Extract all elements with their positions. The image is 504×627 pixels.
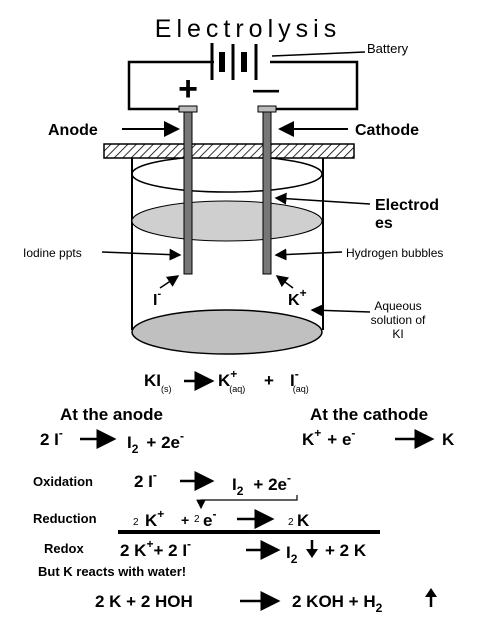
svg-text:2: 2 [194,514,200,525]
plus-sign: + [178,70,198,108]
cathode-heading: At the cathode [310,405,428,424]
svg-text:K: K [442,430,455,449]
svg-text:I-(aq): I-(aq) [290,367,309,394]
svg-text:K: K [297,511,310,530]
battery-label: Battery [367,41,409,56]
aqueous-label-line3: KI [392,327,403,341]
svg-text:I2+ 2e-: I2+ 2e- [127,429,184,456]
anode-heading: At the anode [60,405,163,424]
circuit-wire [127,60,359,111]
beaker-bottom [131,309,323,355]
battery-icon [210,43,258,80]
electrodes-label-line2: es [375,215,393,232]
svg-text:K++ e-: K++ e- [302,426,355,449]
hydrogen-label: Hydrogen bubbles [346,246,443,260]
potassium-ion: K+ [288,286,307,309]
iodine-pointer [101,248,182,261]
svg-text:KI(s): KI(s) [144,371,172,394]
iodide-arrow [159,275,180,289]
svg-text:+: + [264,371,274,390]
electron-transfer-arrow [196,495,298,510]
svg-text:2 KOH + H2: 2 KOH + H2 [292,592,383,615]
cathode-label: Cathode [355,122,419,139]
redox-label: Redox [44,541,85,556]
reaction-note: But K reacts with water! [38,564,186,579]
solution-surface [131,200,323,242]
anode-label: Anode [48,122,98,139]
anode-equation: 2 I- I2+ 2e- [40,426,184,456]
battery-pointer [271,51,366,57]
aqueous-pointer [310,304,371,317]
svg-text:+ 2 K: + 2 K [325,541,367,560]
svg-text:K+: K+ [145,507,164,530]
svg-text:2 I-: 2 I- [134,468,157,491]
beaker [131,155,324,355]
electrodes-label-line1: Electrod [375,197,439,214]
redox-equation: 2 K++ 2 I- I2 + 2 K [120,537,367,566]
svg-text:2 K++ 2 I-: 2 K++ 2 I- [120,537,191,560]
cathode-equation: K++ e- K [302,426,455,449]
reduction-label: Reduction [33,511,97,526]
svg-text:2: 2 [288,517,294,528]
reduction-equation: 2 K+ + 2 e- 2 K [133,507,310,530]
svg-text:I2: I2 [286,543,298,566]
iodide-ion: I- [153,288,161,309]
svg-text:I2+ 2e-: I2+ 2e- [232,471,291,498]
cathode-electrode [257,105,277,275]
sum-divider [118,530,380,534]
gas-up-arrow-icon [425,588,437,607]
electrodes-pointer [274,192,371,205]
iodine-label: Iodine ppts [23,246,82,260]
svg-text:K+(aq): K+(aq) [218,367,245,394]
page-title: Electrolysis [155,15,341,43]
potassium-arrow [275,275,294,289]
precipitate-down-arrow-icon [306,540,318,558]
minus-sign: — [253,74,279,104]
aqueous-label-line2: solution of [371,313,426,327]
final-equation: 2 K + 2 HOH 2 KOH + H2 [95,588,437,615]
hydrogen-pointer [274,248,343,261]
svg-text:2: 2 [133,517,139,528]
beaker-lid [103,143,355,159]
aqueous-label-line1: Aqueous [374,299,421,313]
oxidation-equation: 2 I- I2+ 2e- [134,468,291,498]
svg-text:e-: e- [203,507,216,530]
svg-text:2 K + 2 HOH: 2 K + 2 HOH [95,592,193,611]
anode-electrode [178,105,198,275]
oxidation-label: Oxidation [33,474,93,489]
dissociation-equation: KI(s) K+(aq) + I-(aq) [144,367,309,394]
svg-text:2 I-: 2 I- [40,426,63,449]
svg-text:+: + [181,512,189,528]
